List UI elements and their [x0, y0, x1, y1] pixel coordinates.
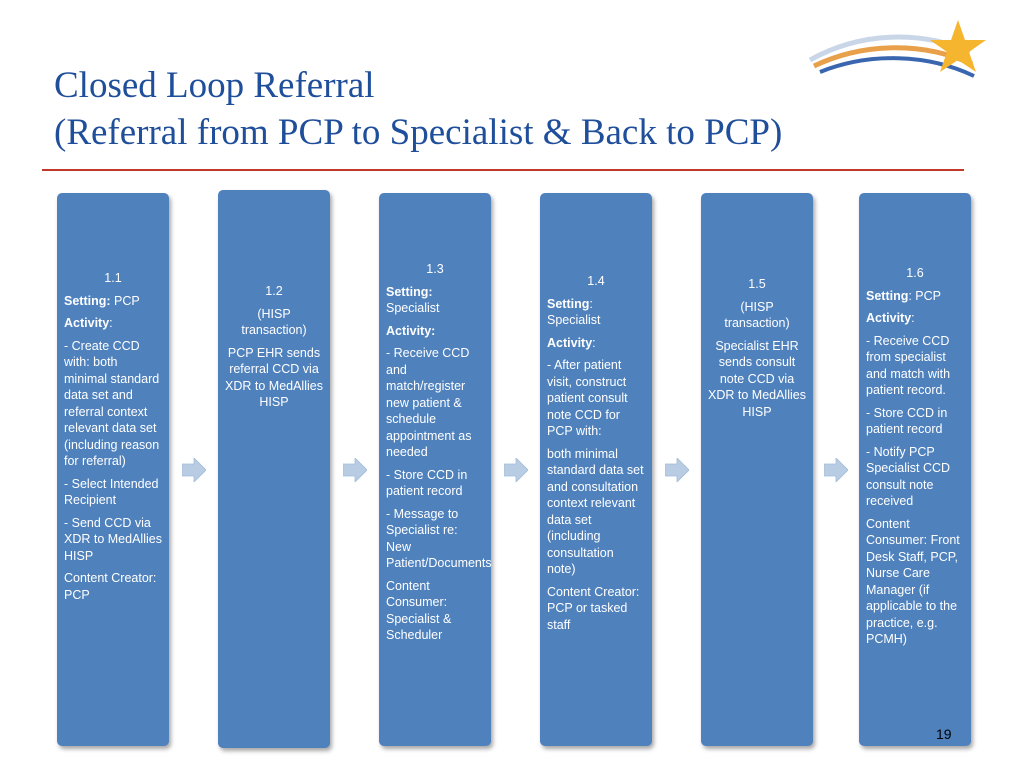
step-number: 1.4	[587, 274, 605, 288]
step-subtitle: (HISP transaction)	[241, 306, 307, 338]
step-1-1-box: 1.1 Setting: PCP Activity: - Create CCD …	[57, 193, 169, 746]
right-arrow-icon	[665, 458, 689, 482]
step-item: - Store CCD in patient record	[866, 405, 948, 437]
step-body: PCP EHR sends referral CCD via XDR to Me…	[225, 345, 323, 410]
step-setting: Setting:Specialist	[386, 284, 440, 316]
step-item: both minimal standard data set and consu…	[547, 446, 644, 577]
title-line-2: (Referral from PCP to Specialist & Back …	[54, 112, 783, 153]
step-1-4-box: 1.4 Setting: Specialist Activity: - Afte…	[540, 193, 652, 746]
right-arrow-icon	[182, 458, 206, 482]
step-number: 1.3	[426, 262, 444, 276]
step-item: Content Creator: PCP	[64, 571, 157, 602]
page-title: Closed Loop Referral (Referral from PCP …	[54, 62, 954, 156]
step-1-3-box: 1.3 Setting:Specialist Activity: - Recei…	[379, 193, 492, 746]
step-number: 1.2	[265, 284, 283, 298]
right-arrow-icon	[824, 458, 848, 482]
step-item: - Send CCD via XDR to MedAllies HISP	[64, 515, 162, 563]
step-1-5-box: 1.5 (HISP transaction) Specialist EHR se…	[701, 193, 813, 746]
step-number: 1.6	[906, 266, 924, 280]
step-setting: Setting: Specialist	[547, 296, 601, 328]
step-activity: Activity:	[386, 323, 436, 338]
step-item: - Store CCD in patient record	[386, 467, 468, 499]
right-arrow-icon	[504, 458, 528, 482]
title-divider	[42, 169, 964, 171]
right-arrow-icon	[343, 458, 367, 482]
step-number: 1.1	[104, 271, 122, 285]
step-item: - Select Intended Recipient	[64, 476, 159, 508]
step-number: 1.5	[748, 277, 766, 291]
step-1-6-box: 1.6 Setting: PCP Activity: - Receive CCD…	[859, 193, 971, 746]
step-item: - Notify PCP Specialist CCD consult note…	[866, 444, 951, 509]
step-setting: Setting: PCP	[64, 293, 140, 308]
step-item: Content Consumer: Front Desk Staff, PCP,…	[866, 516, 960, 647]
title-line-1: Closed Loop Referral	[54, 65, 375, 106]
step-item: Content Creator: PCP or tasked staff	[547, 584, 640, 632]
step-item: - Receive CCD and match/register new pat…	[386, 346, 472, 459]
step-item: - Receive CCD from specialist and match …	[866, 333, 951, 398]
star-swoosh-logo-icon	[808, 20, 986, 78]
step-item: - Message to Specialist re: New Patient/…	[386, 506, 492, 571]
page-number: 19	[936, 726, 952, 742]
step-activity: Activity:	[64, 316, 113, 330]
step-item: - After patient visit, construct patient…	[547, 358, 628, 438]
step-setting: Setting: PCP	[866, 288, 942, 303]
step-subtitle: (HISP transaction)	[724, 299, 790, 331]
step-activity: Activity:	[866, 311, 915, 325]
step-1-2-box: 1.2 (HISP transaction) PCP EHR sends ref…	[218, 190, 330, 748]
step-item: - Create CCD with: both minimal standard…	[64, 338, 160, 469]
step-body: Specialist EHR sends consult note CCD vi…	[708, 338, 806, 419]
step-activity: Activity:	[547, 335, 596, 350]
step-item: Content Consumer: Specialist & Scheduler	[386, 578, 452, 643]
